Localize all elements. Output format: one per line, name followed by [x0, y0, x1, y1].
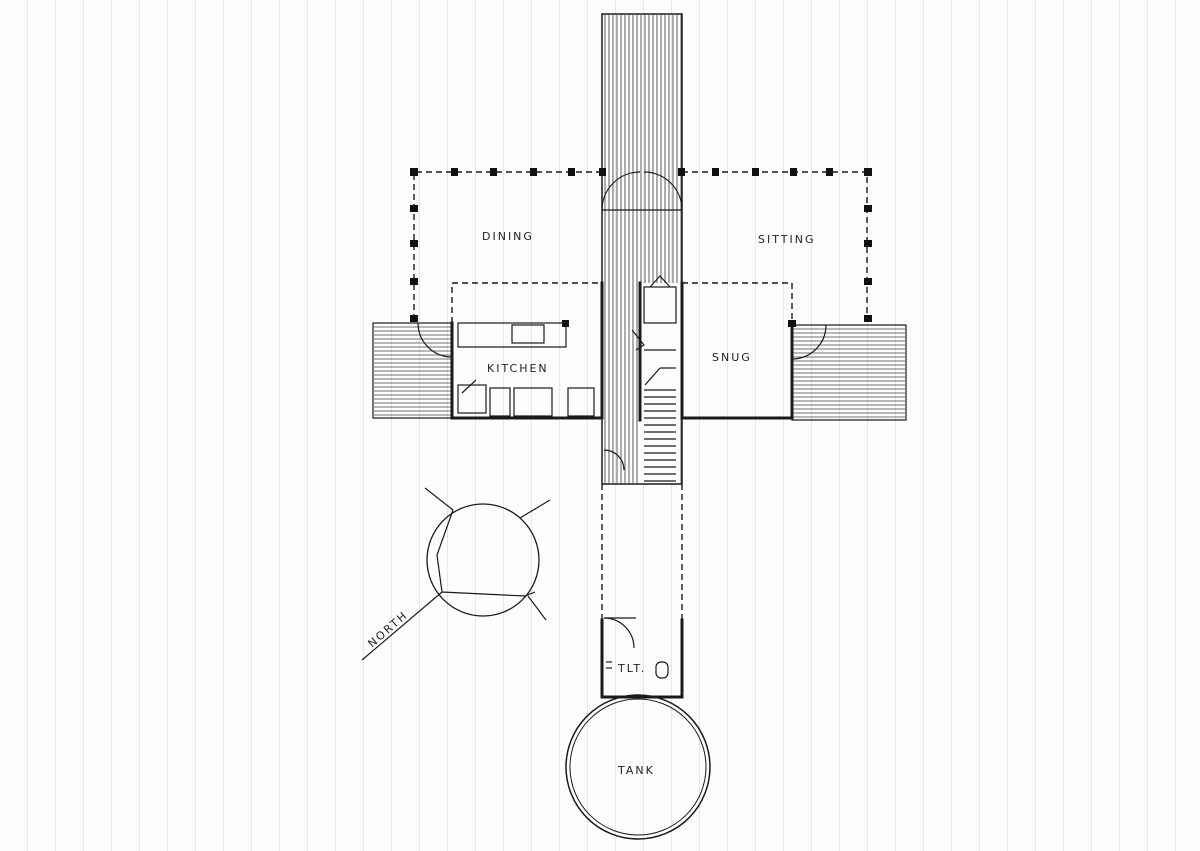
- room-label-kitchen: KITCHEN: [487, 362, 549, 375]
- room-label-sitting: SITTING: [758, 233, 815, 246]
- water-tank: TANK: [565, 694, 711, 840]
- sitting-room: SITTING: [682, 168, 872, 322]
- snug: SNUG: [680, 281, 796, 420]
- sitting-posts: [712, 168, 872, 322]
- kitchen: KITCHEN: [450, 281, 604, 420]
- wc-fixture: [655, 661, 669, 679]
- room-label-tank: TANK: [617, 764, 655, 777]
- north-label: NORTH: [365, 608, 410, 650]
- kitchen-stove: [513, 387, 553, 417]
- room-label-dining: DINING: [482, 230, 534, 243]
- right-deck-hatched: [791, 324, 907, 421]
- dining-posts: [410, 168, 575, 322]
- double-doors: [599, 168, 685, 211]
- stair: [631, 275, 680, 483]
- kitchen-sink: [457, 384, 487, 414]
- dining-room: DINING: [410, 168, 602, 323]
- north-compass: NORTH: [361, 487, 551, 661]
- room-label-toilet: TLT.: [617, 662, 646, 675]
- toilet-room: TLT.: [600, 617, 684, 699]
- lower-corridor: [601, 449, 683, 620]
- room-label-snug: SNUG: [712, 351, 752, 364]
- left-deck-hatched: [372, 322, 453, 419]
